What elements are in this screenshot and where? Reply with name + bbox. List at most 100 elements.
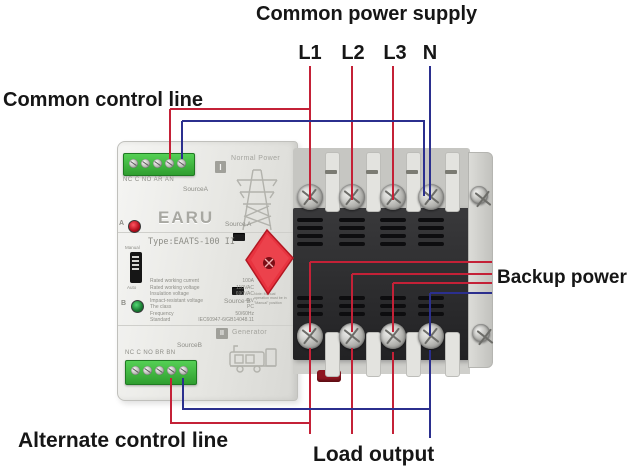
terminal-separator-bottom <box>445 332 460 377</box>
led-b-letter: B <box>121 300 127 307</box>
label-alternate-control-line: Alternate control line <box>18 429 229 452</box>
vent-slot <box>339 218 365 222</box>
wire-red <box>351 348 353 434</box>
control-screw-bottom <box>179 366 188 375</box>
source-a-text: SourceA <box>183 186 208 193</box>
vent-slot <box>297 242 323 246</box>
led-a-letter: A <box>119 220 125 227</box>
wire-red <box>393 282 492 284</box>
control-screw-bottom <box>155 366 164 375</box>
wire-red <box>309 262 311 332</box>
vent-slot <box>339 242 365 246</box>
wire-red <box>351 66 353 200</box>
wire-red <box>171 422 311 424</box>
wire-red <box>392 352 394 434</box>
roman-two-badge: II <box>216 328 228 339</box>
separator-slot <box>366 170 378 174</box>
wire-red <box>170 108 311 110</box>
control-screw-top <box>153 159 162 168</box>
control-screw-bottom <box>131 366 140 375</box>
control-screw-top <box>165 159 174 168</box>
wire-blue <box>182 120 425 122</box>
wire-blue <box>429 350 431 438</box>
terminal-separator-bottom <box>366 332 381 377</box>
vent-slot <box>418 304 444 308</box>
source-a-indicator-window <box>233 233 245 241</box>
side-panel-screw <box>470 186 488 204</box>
wire-red <box>309 66 311 200</box>
control-screw-top <box>177 159 186 168</box>
wire-red <box>170 378 172 424</box>
terminal-separator-top <box>445 152 460 212</box>
wire-blue <box>181 121 183 159</box>
wire-red <box>351 274 353 332</box>
control-screw-bottom <box>143 366 152 375</box>
vent-slot <box>418 226 444 230</box>
panel-seam <box>118 325 294 326</box>
wire-blue <box>423 121 425 196</box>
wire-red <box>392 66 394 200</box>
vent-slot <box>418 242 444 246</box>
wire-blue <box>429 66 431 200</box>
generator-text: Generator <box>232 329 268 336</box>
vent-slot <box>418 218 444 222</box>
wire-red <box>352 273 492 275</box>
wire-blue <box>429 293 431 336</box>
control-screw-top <box>129 159 138 168</box>
vent-slot <box>297 226 323 230</box>
vent-slot <box>297 234 323 238</box>
vent-slot <box>339 234 365 238</box>
separator-slot <box>445 170 457 174</box>
separator-slot <box>406 170 418 174</box>
manual-text: Manual <box>125 245 140 250</box>
side-panel-screw <box>472 324 490 342</box>
brand-logo: EARU <box>158 208 215 227</box>
vent-slot <box>380 234 406 238</box>
label-load-output: Load output <box>313 443 435 466</box>
panel-seam <box>118 232 294 233</box>
label-l2: L2 <box>341 42 365 64</box>
transmission-tower-icon <box>236 169 278 231</box>
vent-slot <box>380 226 406 230</box>
manual-auto-switch[interactable] <box>130 252 142 283</box>
label-l1: L1 <box>298 42 322 64</box>
wire-blue <box>183 408 431 410</box>
label-common-control-line: Common control line <box>3 89 203 111</box>
power-terminal-screw-bottom <box>418 323 444 349</box>
terminal-separator-bottom <box>406 332 421 377</box>
terminal-separator-bottom <box>325 332 340 377</box>
wire-blue <box>182 378 184 410</box>
generator-icon <box>229 345 277 373</box>
label-backup-power: Backup power <box>497 267 627 288</box>
terminal-separator-top <box>325 152 340 212</box>
wire-red <box>169 109 171 159</box>
label-n: N <box>422 42 438 64</box>
source-b-text: SourceB <box>177 342 202 349</box>
vent-slot <box>418 296 444 300</box>
vent-slot <box>380 218 406 222</box>
top-terminal-pinout: NC C NO AR AN <box>123 177 175 183</box>
source-b-led <box>131 300 144 313</box>
source-b-label: Source B <box>224 298 251 305</box>
wire-red <box>309 348 311 434</box>
separator-slot <box>325 170 337 174</box>
source-b-indicator-window <box>232 287 244 295</box>
auto-text: Auto <box>127 285 137 290</box>
control-screw-top <box>141 159 150 168</box>
manual-handle[interactable] <box>240 228 300 298</box>
wire-red <box>392 283 394 332</box>
normal-power-text: Normal Power <box>231 155 281 162</box>
vent-slot <box>418 312 444 316</box>
manual-note-text: Note: Manual operation must be in "Manua… <box>254 292 287 305</box>
source-a-label: Source A <box>225 221 252 228</box>
vent-slot <box>380 242 406 246</box>
vent-slot <box>297 218 323 222</box>
